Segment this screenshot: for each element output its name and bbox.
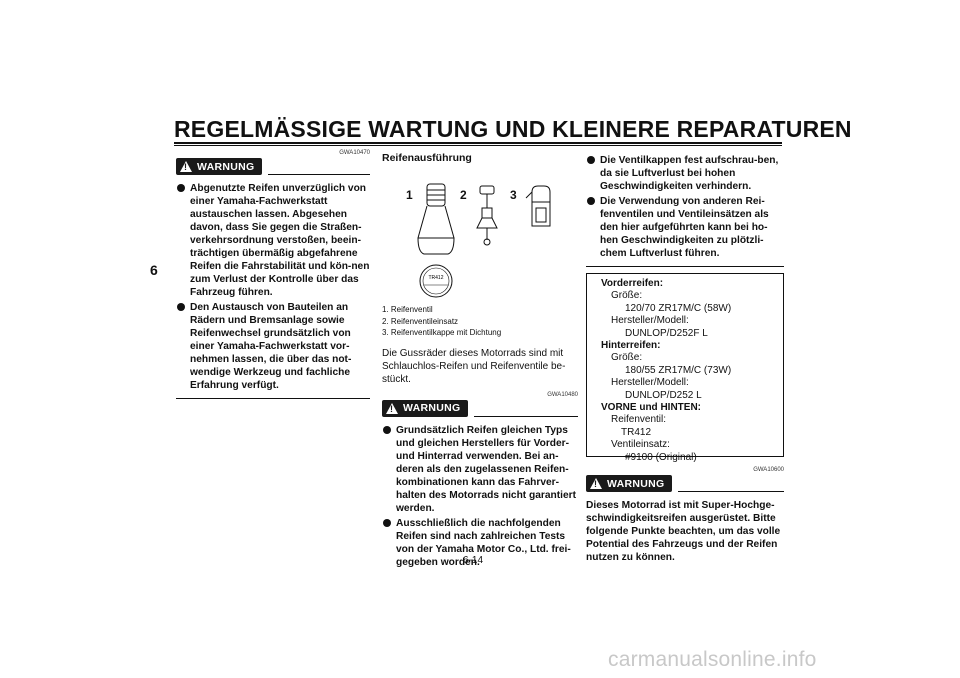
warning-badge: WARNUNG (586, 475, 672, 492)
warning-label: WARNUNG (607, 477, 665, 490)
warning-badge: WARNUNG (382, 399, 468, 417)
caption: 2. Reifenventileinsatz (382, 316, 459, 326)
warning-code: GWA10470 (339, 150, 370, 156)
bullet-icon (177, 303, 185, 311)
warning-header: WARNUNG (382, 399, 578, 420)
spec-both-label: VORNE und HINTEN: (601, 402, 701, 414)
bullet-icon (587, 156, 595, 164)
warning-end-rule (586, 266, 784, 267)
bullet-icon (383, 425, 391, 434)
valve-marking: TR412 (428, 275, 443, 281)
list-item: Abgenutzte Reifen unverzüglich von einer… (176, 182, 370, 299)
spec-size-label: Größe: (611, 290, 643, 302)
column-3: Die Ventilkappen fest aufschrau-ben, da … (586, 150, 784, 564)
list-item: Ausschließlich die nachfolgenden Reifen … (382, 517, 578, 569)
tire-spec-box: Vorderreifen: Größe: 120/70 ZR17M/C (58W… (586, 273, 784, 463)
warning-code: GWA10480 (547, 391, 578, 398)
warning-triangle-icon (386, 402, 398, 414)
body-paragraph: Die Gussräder dieses Motorrads sind mit … (382, 347, 566, 385)
spec-front-label: Vorderreifen: (601, 278, 664, 289)
warning-end-rule (176, 398, 370, 399)
warning-header: WARNUNG (176, 158, 370, 178)
caption: 1. Reifenventil (382, 305, 433, 314)
column-2: Reifenausführung 1 2 3 (382, 150, 578, 569)
warning-label: WARNUNG (403, 402, 461, 414)
caption: 3. Reifenventilkappe mit Dichtung (382, 328, 502, 337)
spec-size-label: Größe: (611, 352, 643, 364)
watermark: carmanualsonline.info (608, 648, 817, 671)
spec-front-model: DUNLOP/D252F L (625, 327, 708, 339)
valve-figure: 1 2 3 (382, 168, 578, 298)
list-item: Den Austausch von Bauteilen an Rädern un… (176, 301, 370, 392)
list-item: Die Verwendung von anderen Rei-fenventil… (586, 195, 784, 260)
warning-line (268, 174, 370, 175)
list-item: Grundsätzlich Reifen gleichen Typs und g… (382, 424, 578, 515)
spec-valve-value: TR412 (621, 426, 652, 438)
warning-header: WARNUNG (586, 475, 784, 495)
title-rule (174, 142, 782, 144)
warning-label: WARNUNG (197, 160, 255, 173)
spec-rear-size: 180/55 ZR17M/C (73W) (625, 364, 732, 376)
spec-insert-value: #9100 (Original) (625, 451, 697, 463)
spec-insert-label: Ventileinsatz: (611, 439, 670, 451)
bullet-icon (177, 184, 185, 192)
warning-list: Die Ventilkappen fest aufschrau-ben, da … (586, 154, 784, 260)
page-number: 6-14 (463, 555, 484, 566)
figure-number: 1 (406, 188, 413, 202)
spec-rear-model: DUNLOP/D252 L (625, 389, 702, 401)
warning-badge: WARNUNG (176, 158, 262, 175)
warning-triangle-icon (180, 161, 192, 172)
column-1: GWA10470 WARNUNG Abgenutzte Reifen unver… (176, 150, 370, 399)
spec-front-size: 120/70 ZR17M/C (58W) (625, 302, 732, 314)
warning-list: Abgenutzte Reifen unverzüglich von einer… (176, 182, 370, 392)
spec-maker-label: Hersteller/Modell: (611, 315, 689, 327)
warning-code: GWA10600 (753, 467, 784, 473)
warning-paragraph: Dieses Motorrad ist mit Super-Hochge-sch… (586, 500, 781, 563)
warning-list: Grundsätzlich Reifen gleichen Typs und g… (382, 424, 578, 569)
chapter-tab: 6 (150, 262, 158, 278)
figure-number: 2 (460, 188, 467, 202)
figure-number: 3 (510, 188, 517, 202)
list-item: Die Ventilkappen fest aufschrau-ben, da … (586, 154, 784, 193)
warning-line (474, 415, 578, 417)
warning-triangle-icon (590, 478, 602, 489)
figure-captions: 1. Reifenventil 2. Reifenventileinsatz 3… (382, 304, 578, 339)
title-rule-thin (174, 145, 782, 146)
spec-maker-label: Hersteller/Modell: (611, 377, 689, 389)
bullet-icon (383, 518, 391, 527)
section-heading: Reifenausführung (382, 152, 472, 164)
page-title: REGELMÄSSIGE WARTUNG UND KLEINERE REPARA… (174, 116, 852, 142)
spec-valve-label: Reifenventil: (611, 414, 667, 426)
spec-rear-label: Hinterreifen: (601, 340, 661, 352)
warning-line (678, 491, 784, 492)
bullet-icon (587, 197, 595, 205)
valve-drawing-icon: TR412 (417, 183, 551, 298)
